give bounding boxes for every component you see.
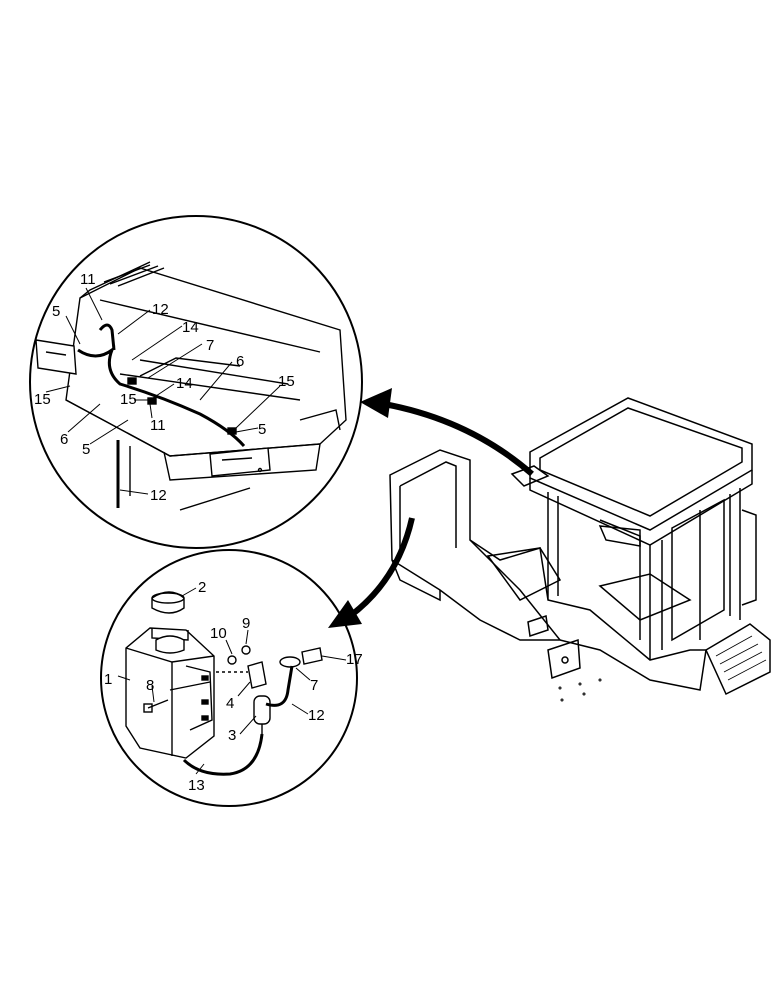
- detail-circle-bottom-border: [100, 549, 358, 807]
- callout-bottom-2: 2: [198, 579, 206, 596]
- mount-bracket: [547, 638, 581, 680]
- machine-cab-assembly: [389, 397, 771, 702]
- callout-bottom-7: 7: [310, 677, 318, 694]
- arrow-to-bottom-detail: [328, 517, 415, 628]
- callout-top-5a: 5: [52, 303, 60, 320]
- callout-bottom-12: 12: [308, 707, 325, 724]
- washer-9: [241, 645, 251, 655]
- callout-bottom-8: 8: [146, 677, 154, 694]
- callout-top-5c: 5: [258, 421, 266, 438]
- grommet: [279, 656, 301, 668]
- callout-top-14b: 14: [176, 375, 193, 392]
- callout-top-11a: 11: [80, 271, 96, 288]
- callout-top-15a: 15: [278, 373, 295, 390]
- washer-hose: [77, 345, 246, 447]
- callout-bottom-3: 3: [228, 727, 236, 744]
- callout-top-14a: 14: [182, 319, 199, 336]
- callout-top-5b: 5: [82, 441, 90, 458]
- frame-body: [389, 449, 707, 691]
- left-bracket: [35, 339, 77, 375]
- detail-circle-top-border: [29, 215, 363, 549]
- hose-12: [265, 665, 294, 707]
- right-bracket: [209, 447, 271, 477]
- hose-13: [182, 733, 264, 776]
- step-plate: [705, 623, 771, 696]
- callout-top-6b: 6: [60, 431, 68, 448]
- washer-reservoir: [125, 627, 215, 759]
- reservoir-cap: [151, 591, 185, 614]
- leader-lines-bottom: [117, 587, 347, 775]
- callout-bottom-4: 4: [226, 695, 234, 712]
- callout-top-12a: 12: [152, 301, 169, 318]
- callout-bottom-13: 13: [188, 777, 205, 794]
- clip-plate: [301, 647, 323, 665]
- bolt: [143, 699, 169, 713]
- arrow-to-top-detail: [360, 388, 534, 477]
- callout-bottom-10: 10: [210, 625, 227, 642]
- washer-pump: [253, 695, 271, 734]
- handrail: [741, 509, 757, 606]
- cab-frame: [547, 488, 741, 660]
- callout-top-15c: 15: [120, 391, 137, 408]
- detail-circle-bottom: 2 9 10 1 8 4 17 7 12 3 13: [100, 549, 363, 807]
- callout-top-12b: 12: [150, 487, 167, 504]
- washer-10: [227, 655, 237, 665]
- cab-roof: [529, 397, 753, 531]
- callout-top-15b: 15: [34, 391, 51, 408]
- callout-top-6a: 6: [236, 353, 244, 370]
- callout-bottom-9: 9: [242, 615, 250, 632]
- callout-top-11b: 11: [150, 417, 166, 434]
- callout-top-7: 7: [206, 337, 214, 354]
- detail-circle-top: 11 5 12 14 7 6 14 15 15 15 11 6 5 5 12: [29, 215, 363, 549]
- leader-lines-top: [45, 287, 281, 495]
- callout-bottom-1: 1: [104, 671, 112, 688]
- pump-bracket: [216, 661, 267, 689]
- callout-bottom-17: 17: [346, 651, 363, 668]
